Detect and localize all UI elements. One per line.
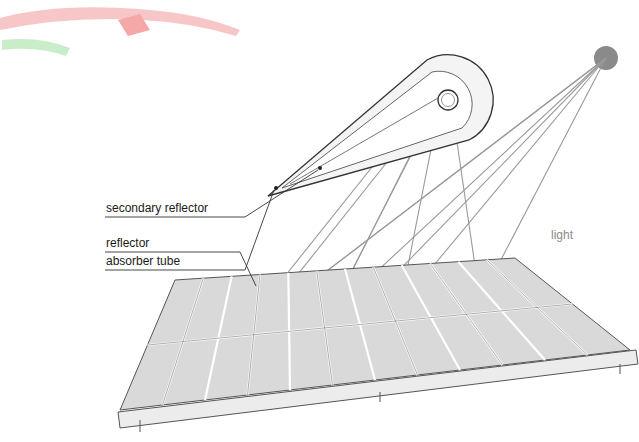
reflector-field xyxy=(118,258,638,432)
part-label: light xyxy=(550,228,574,242)
part-label: secondary reflector xyxy=(105,201,209,215)
absorber-tube xyxy=(438,90,458,110)
leader-lines xyxy=(105,170,318,286)
receiver xyxy=(268,55,493,196)
logo-remnant xyxy=(0,7,240,56)
part-label: reflector xyxy=(105,236,150,250)
part-label: absorber tube xyxy=(105,254,181,268)
